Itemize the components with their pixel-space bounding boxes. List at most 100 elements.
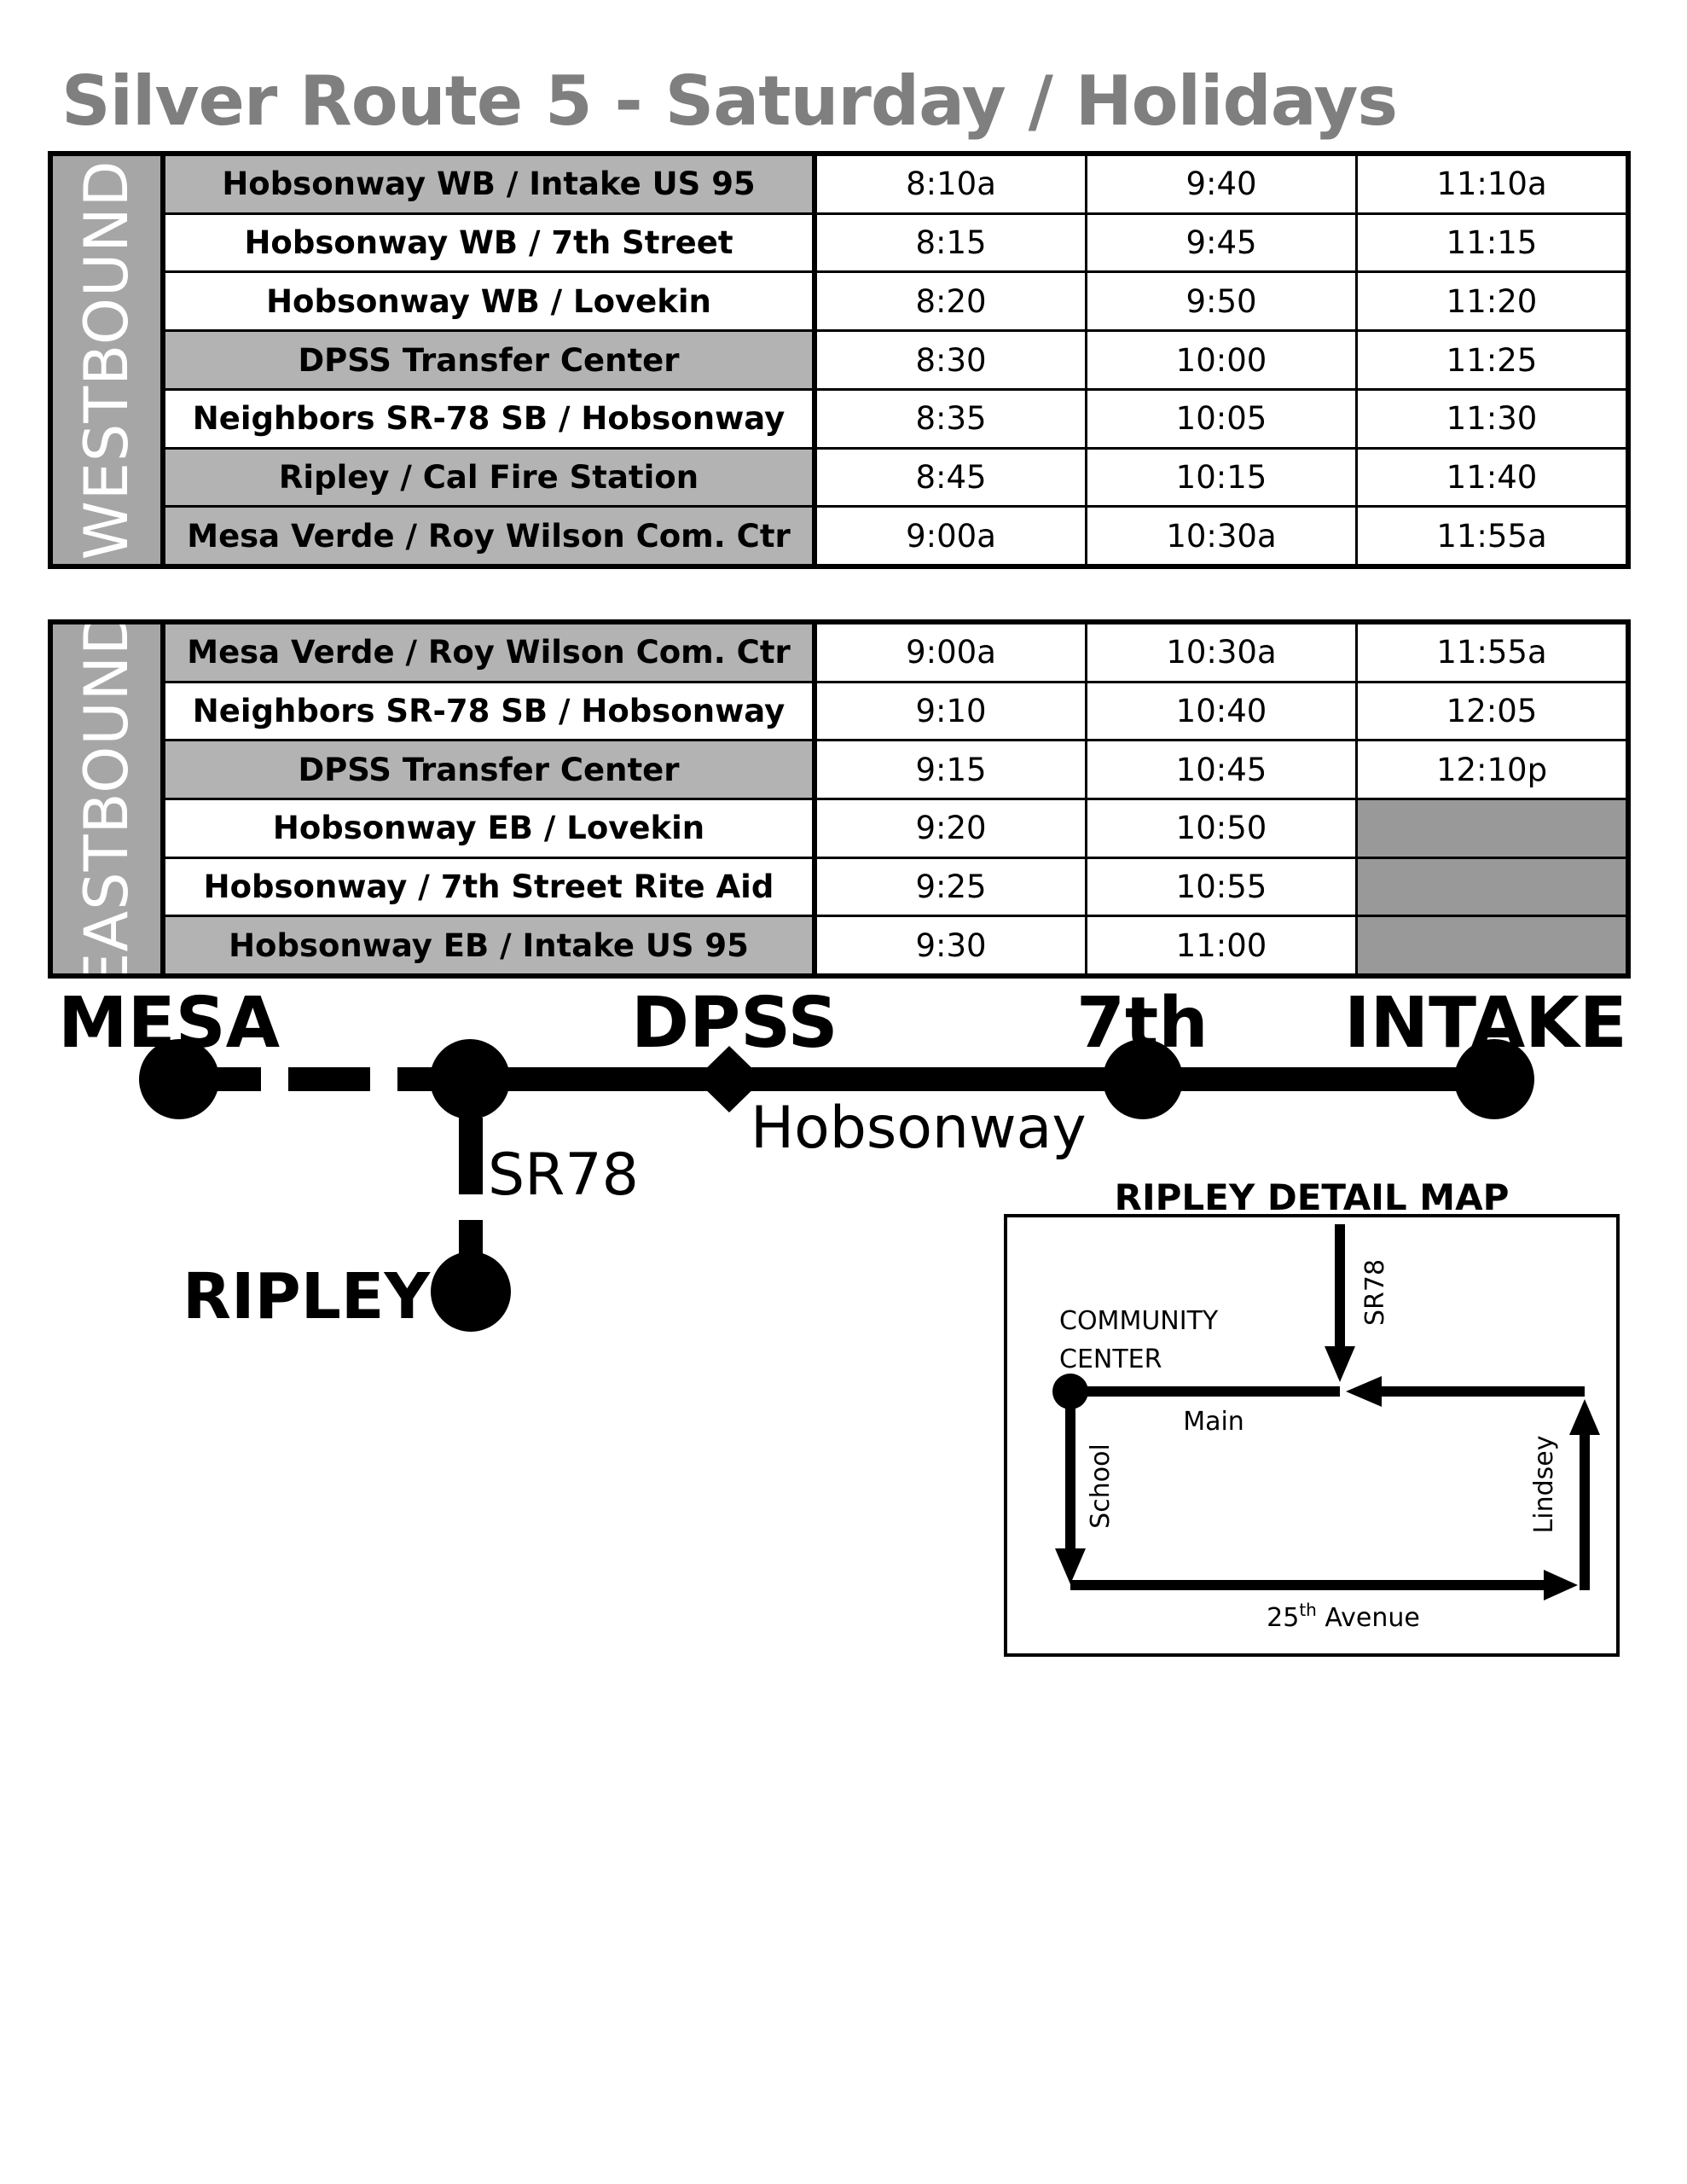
time-cell: 10:30a [1087,508,1358,565]
time-cell: 10:40 [1087,682,1358,740]
table-row: Mesa Verde / Roy Wilson Com. Ctr 9:00a 1… [165,624,1626,683]
time-cell: 9:00a [817,624,1087,681]
stop-name: Hobsonway EB / Intake US 95 [165,917,817,974]
time-cell: 11:10a [1358,156,1626,212]
time-cell: 11:30 [1358,390,1626,447]
time-cell: 10:05 [1087,390,1358,447]
time-cell: 9:30 [817,917,1087,974]
arrow-down-icon [1055,1548,1086,1584]
table-row: Hobsonway WB / Lovekin 8:20 9:50 11:20 [165,273,1626,333]
time-cell: 8:45 [817,449,1087,506]
hobsonway-route-line [469,1067,1493,1091]
stop-name: Neighbors SR-78 SB / Hobsonway [165,390,817,447]
stop-name: Hobsonway WB / 7th Street [165,214,817,271]
time-cell: 11:15 [1358,214,1626,271]
time-cell: 10:15 [1087,449,1358,506]
dpss-transfer-diamond-icon [695,1046,763,1112]
detail-map-title: RIPLEY DETAIL MAP [1115,1176,1510,1218]
time-cell: 9:15 [817,741,1087,799]
sr78-spur-upper [459,1118,483,1194]
time-cell: 8:30 [817,332,1087,388]
stop-name: DPSS Transfer Center [165,741,817,799]
time-cell: 11:25 [1358,332,1626,388]
table-row: Hobsonway EB / Lovekin 9:20 10:50 [165,800,1626,859]
stop-name: Mesa Verde / Roy Wilson Com. Ctr [165,624,817,681]
westbound-label-band: WESTBOUND [53,156,165,564]
community-center-label-line1: COMMUNITY [1059,1306,1219,1336]
dpss-label: DPSS [631,983,838,1064]
community-center-stop-icon [1052,1374,1088,1409]
time-cell: 12:05 [1358,682,1626,740]
time-cell: 9:50 [1087,273,1358,330]
eastbound-grid: Mesa Verde / Roy Wilson Com. Ctr 9:00a 1… [165,624,1626,974]
eastbound-label-band: EASTBOUND [53,624,165,973]
eastbound-schedule: EASTBOUND Mesa Verde / Roy Wilson Com. C… [48,619,1631,979]
time-cell: 8:20 [817,273,1087,330]
time-cell: 10:55 [1087,858,1358,915]
time-cell: 10:30a [1087,624,1358,681]
stop-name: Ripley / Cal Fire Station [165,449,817,506]
arrow-down-icon [1325,1346,1355,1382]
arrow-right-icon [1544,1570,1578,1600]
dashed-route-segment [181,1067,449,1091]
time-cell: 9:45 [1087,214,1358,271]
time-cell: 10:00 [1087,332,1358,388]
time-cell: 9:20 [817,800,1087,857]
time-cell: 9:25 [817,858,1087,915]
table-row: Neighbors SR-78 SB / Hobsonway 9:10 10:4… [165,682,1626,742]
arrow-up-icon [1569,1399,1600,1435]
intake-stop-icon [1454,1039,1534,1119]
page-title: Silver Route 5 - Saturday / Holidays [61,61,1398,141]
sr78-road-line [1335,1224,1345,1348]
time-cell: 8:15 [817,214,1087,271]
time-cell: 10:45 [1087,741,1358,799]
time-cell: 9:40 [1087,156,1358,212]
detail-map-frame [1004,1214,1620,1657]
seventh-stop-icon [1103,1039,1183,1119]
school-street-label: School [1086,1443,1116,1529]
no-service-cell [1358,917,1626,974]
stop-name: Hobsonway EB / Lovekin [165,800,817,857]
ripley-stop-icon [431,1252,511,1332]
table-row: Hobsonway WB / Intake US 95 8:10a 9:40 1… [165,156,1626,215]
table-row: Mesa Verde / Roy Wilson Com. Ctr 9:00a 1… [165,508,1626,565]
arrow-left-icon [1346,1376,1382,1407]
table-row: Hobsonway EB / Intake US 95 9:30 11:00 [165,917,1626,974]
ripley-label: RIPLEY [183,1260,431,1333]
sr78-label: SR78 [488,1141,639,1209]
main-street-label: Main [1183,1407,1244,1437]
time-cell: 11:20 [1358,273,1626,330]
stop-name: Hobsonway WB / Lovekin [165,273,817,330]
westbound-schedule: WESTBOUND Hobsonway WB / Intake US 95 8:… [48,151,1631,569]
table-row: Ripley / Cal Fire Station 8:45 10:15 11:… [165,449,1626,508]
table-row: DPSS Transfer Center 9:15 10:45 12:10p [165,741,1626,801]
stop-name: Mesa Verde / Roy Wilson Com. Ctr [165,508,817,565]
stop-name: Hobsonway / 7th Street Rite Aid [165,858,817,915]
time-cell: 11:00 [1087,917,1358,974]
main-road-east-line [1380,1386,1585,1397]
school-road-line [1065,1399,1075,1551]
detail-sr78-label: SR78 [1360,1259,1390,1326]
westbound-grid: Hobsonway WB / Intake US 95 8:10a 9:40 1… [165,156,1626,565]
avenue-road-line [1070,1580,1548,1590]
community-center-label-line2: CENTER [1059,1345,1162,1374]
no-service-cell [1358,858,1626,915]
hobsonway-label: Hobsonway [751,1095,1087,1162]
stop-name: Neighbors SR-78 SB / Hobsonway [165,682,817,740]
table-row: DPSS Transfer Center 8:30 10:00 11:25 [165,332,1626,391]
time-cell: 8:35 [817,390,1087,447]
time-cell: 11:40 [1358,449,1626,506]
time-cell: 11:55a [1358,624,1626,681]
time-cell: 12:10p [1358,741,1626,799]
time-cell: 10:50 [1087,800,1358,857]
avenue-street-label: 25th Avenue [1267,1600,1420,1633]
mesa-stop-icon [139,1039,219,1119]
time-cell: 9:00a [817,508,1087,565]
lindsey-street-label: Lindsey [1529,1436,1559,1534]
time-cell: 9:10 [817,682,1087,740]
table-row: Hobsonway / 7th Street Rite Aid 9:25 10:… [165,858,1626,918]
stop-name: DPSS Transfer Center [165,332,817,388]
no-service-cell [1358,800,1626,857]
lindsey-road-line [1580,1433,1590,1590]
